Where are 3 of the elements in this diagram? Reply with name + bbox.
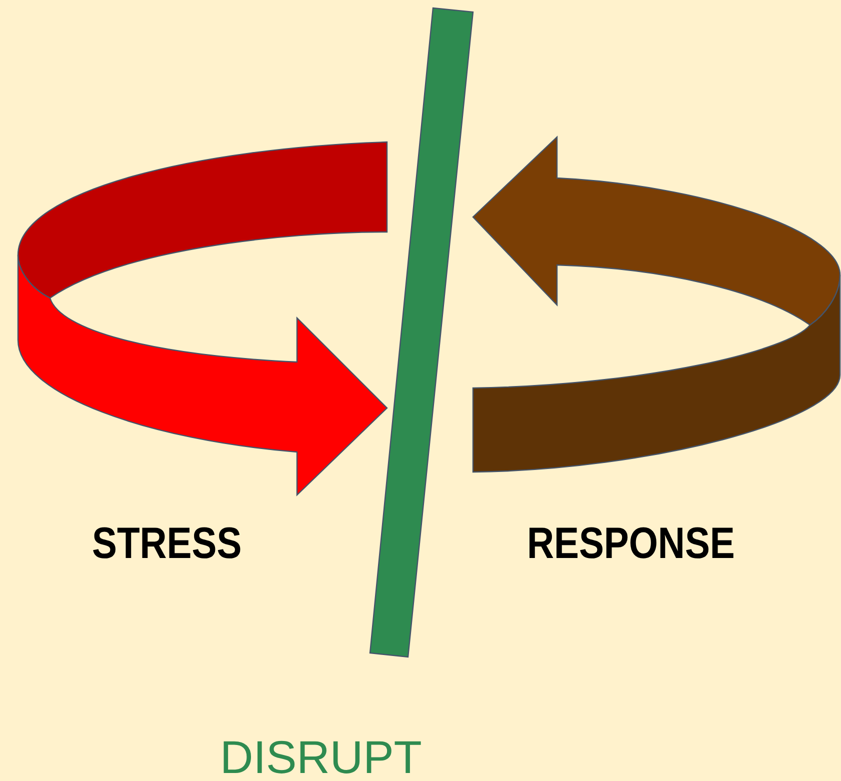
label: DISRUPT — [220, 734, 422, 780]
label: RESPONSE — [527, 522, 735, 566]
label: STRESS — [92, 522, 242, 566]
